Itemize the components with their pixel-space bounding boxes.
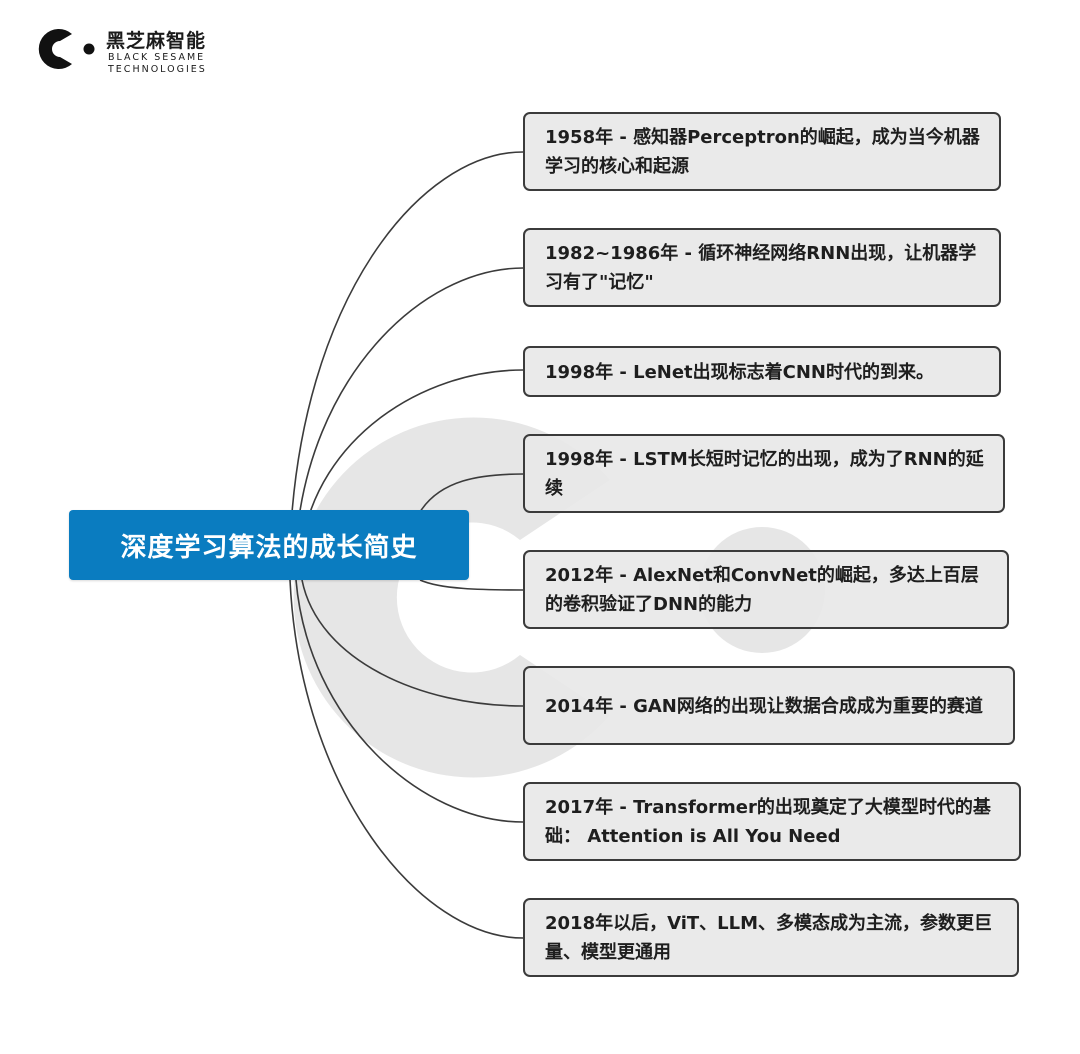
connector-4 [419,473,524,513]
central-topic: 深度学习算法的成长简史 [69,510,469,580]
connector-2 [295,267,524,546]
connector-8 [289,579,524,939]
connector-5 [419,579,524,591]
milestone-text: 2014年 - GAN网络的出现让数据合成成为重要的赛道 [545,695,983,717]
milestone-node-2012: 2012年 - AlexNet和ConvNet的崛起，多达上百层的卷积验证了DN… [523,550,1009,629]
brand-name-en-line2: TECHNOLOGIES [108,64,207,75]
brand-name-en-line1: BLACK SESAME [108,52,206,63]
milestone-text: 2012年 - AlexNet和ConvNet的崛起，多达上百层的卷积验证了DN… [545,565,979,615]
milestone-text: 1998年 - LSTM长短时记忆的出现，成为了RNN的延续 [545,449,984,499]
brand-name-cn: 黑芝麻智能 [106,30,207,52]
milestone-node-1982: 1982~1986年 - 循环神经网络RNN出现，让机器学习有了"记忆" [523,228,1001,307]
milestone-text: 1982~1986年 - 循环神经网络RNN出现，让机器学习有了"记忆" [545,243,977,293]
connector-6 [301,579,524,707]
logo-mark-icon [38,29,95,69]
milestone-node-1998-lenet: 1998年 - LeNet出现标志着CNN时代的到来。 [523,346,1001,397]
milestone-text: 1958年 - 感知器Perceptron的崛起，成为当今机器学习的核心和起源 [545,127,980,177]
milestone-node-2018: 2018年以后，ViT、LLM、多模态成为主流，参数更巨量、模型更通用 [523,898,1019,977]
milestone-node-1958: 1958年 - 感知器Perceptron的崛起，成为当今机器学习的核心和起源 [523,112,1001,191]
milestone-node-1998-lstm: 1998年 - LSTM长短时记忆的出现，成为了RNN的延续 [523,434,1005,513]
milestone-text: 2017年 - Transformer的出现奠定了大模型时代的基础： Atten… [545,797,991,847]
milestone-node-2017: 2017年 - Transformer的出现奠定了大模型时代的基础： Atten… [523,782,1021,861]
milestone-text: 1998年 - LeNet出现标志着CNN时代的到来。 [545,361,934,383]
milestone-text: 2018年以后，ViT、LLM、多模态成为主流，参数更巨量、模型更通用 [545,913,993,963]
connector-3 [301,369,524,546]
milestone-node-2014: 2014年 - GAN网络的出现让数据合成成为重要的赛道 [523,666,1015,745]
connector-1 [289,151,524,546]
connector-7 [295,579,524,823]
